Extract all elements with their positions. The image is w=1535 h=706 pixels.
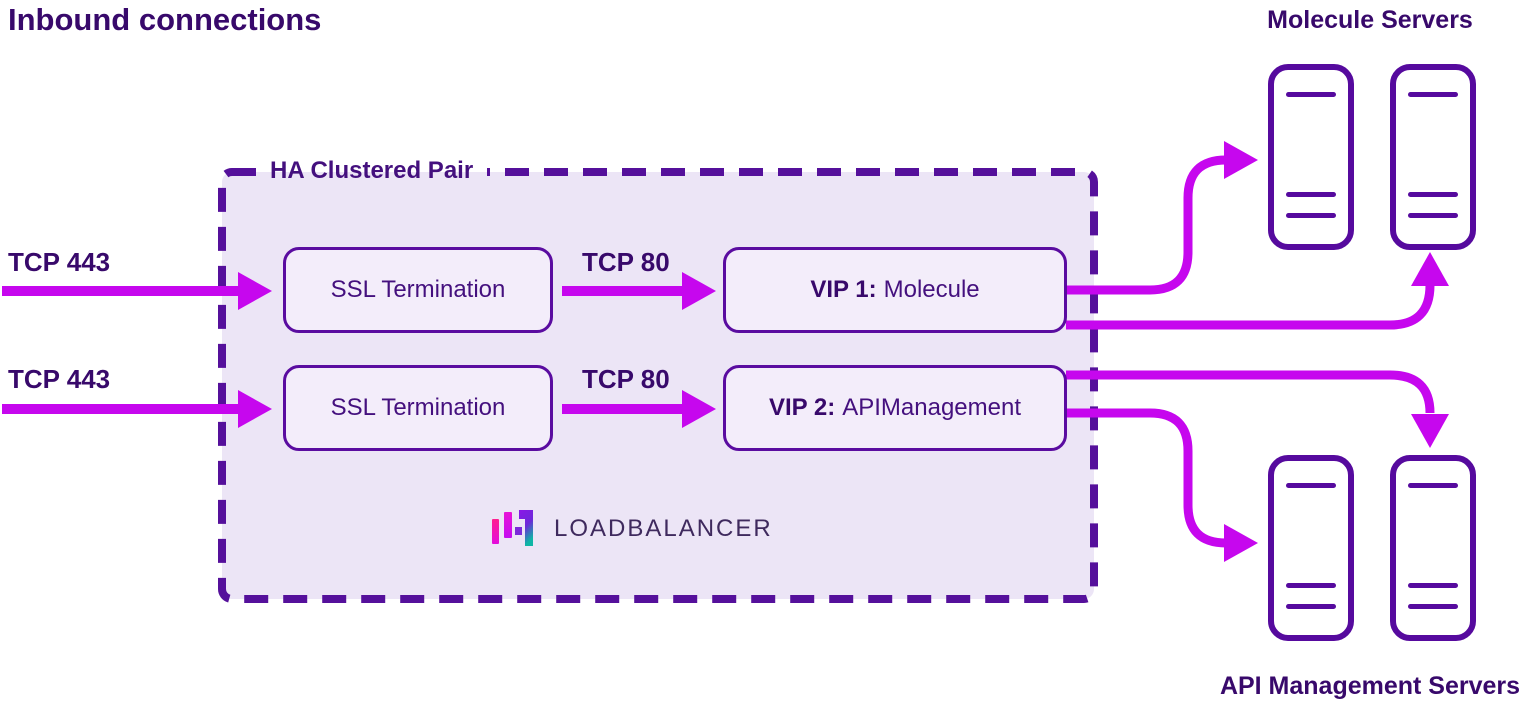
- vip1-name: VIP 1:: [810, 276, 877, 303]
- server-slot-line: [1408, 192, 1458, 197]
- arrowhead-tcp80-1: [682, 272, 716, 310]
- page-title: Inbound connections: [8, 2, 322, 37]
- arrowhead-inbound-2: [238, 390, 272, 428]
- ssl-termination-label-1: SSL Termination: [330, 276, 506, 303]
- arrowhead-molecule-server2: [1411, 252, 1449, 286]
- server-slot-line: [1408, 604, 1458, 609]
- api-server-icon-1: [1268, 455, 1354, 641]
- arrow-vip2-to-api-server2-line: [1066, 370, 1435, 414]
- arrowhead-tcp80-2: [682, 390, 716, 428]
- tcp443-label-2: TCP 443: [8, 364, 111, 394]
- ssl-termination-label-2: SSL Termination: [330, 394, 506, 421]
- vip1-box: VIP 1: Molecule: [723, 247, 1067, 333]
- server-slot-line: [1286, 604, 1336, 609]
- vip2-name: VIP 2:: [768, 394, 836, 421]
- ssl-termination-box-1: SSL Termination: [283, 247, 553, 333]
- arrowhead-api-server1: [1224, 524, 1258, 562]
- server-slot-line: [1286, 192, 1336, 197]
- arrow-vip1-to-molecule-server1-line: [1066, 155, 1227, 295]
- server-slot-line: [1286, 583, 1336, 588]
- arrow-vip2-to-api-server1-line: [1066, 408, 1227, 548]
- server-slot-line: [1408, 213, 1458, 218]
- tcp443-label-1: TCP 443: [8, 247, 111, 277]
- server-slot-line: [1408, 92, 1458, 97]
- server-slot-line: [1408, 483, 1458, 488]
- server-slot-line: [1408, 583, 1458, 588]
- arrowhead-inbound-1: [238, 272, 272, 310]
- api-server-icon-2: [1390, 455, 1476, 641]
- loadbalancer-logo-text: LOADBALANCER: [554, 515, 773, 542]
- arrowheads: [238, 141, 1449, 562]
- server-slot-line: [1286, 213, 1336, 218]
- molecule-server-icon-1: [1268, 64, 1354, 250]
- arrowhead-api-server2: [1411, 414, 1449, 448]
- server-slot-line: [1286, 483, 1336, 488]
- loadbalancer-logo: LOADBALANCER: [490, 506, 773, 552]
- api-management-servers-label: API Management Servers: [1219, 672, 1521, 700]
- arrowhead-molecule-server1: [1224, 141, 1258, 179]
- arrow-vip1-to-molecule-server2-line: [1066, 284, 1435, 330]
- vip1-target: Molecule: [883, 276, 980, 303]
- molecule-servers-label: Molecule Servers: [1267, 6, 1473, 34]
- molecule-server-icon-2: [1390, 64, 1476, 250]
- tcp80-label-2: TCP 80: [582, 364, 670, 394]
- ssl-termination-box-2: SSL Termination: [283, 365, 553, 451]
- vip2-target: APIManagement: [842, 394, 1022, 421]
- ha-cluster-label: HA Clustered Pair: [256, 154, 488, 188]
- vip2-box: VIP 2: APIManagement: [723, 365, 1067, 451]
- server-slot-line: [1286, 92, 1336, 97]
- loadbalancer-logo-icon: [492, 510, 533, 546]
- tcp80-label-1: TCP 80: [582, 247, 670, 277]
- flow-arrows: [2, 155, 1435, 548]
